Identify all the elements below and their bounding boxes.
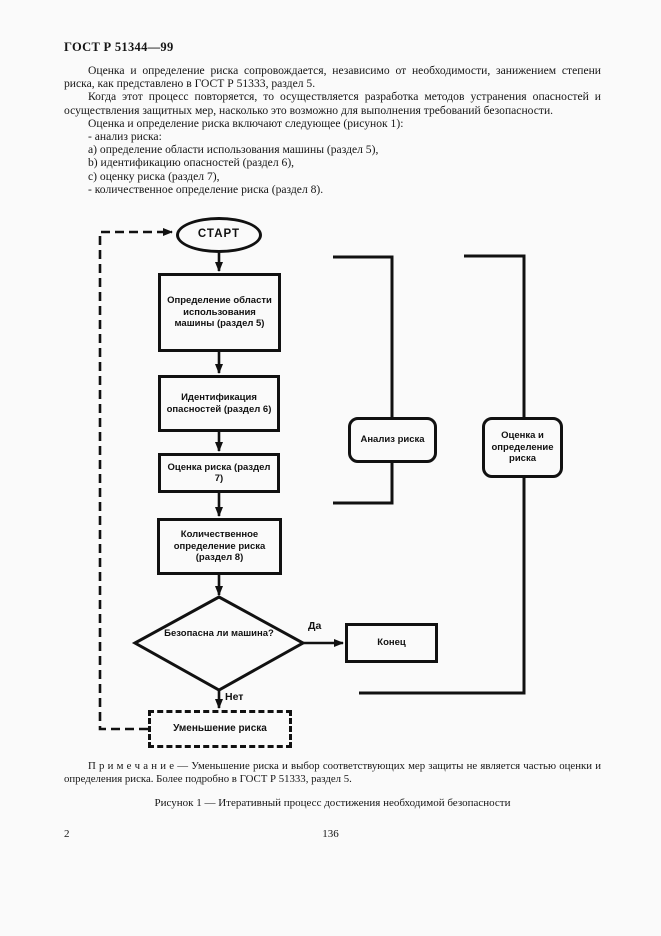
flowchart-step-risk-assessment: Оценка риска (раздел 7): [158, 453, 280, 493]
paragraph: Оценка и определение риска сопровождаетс…: [64, 64, 601, 91]
body-text: Оценка и определение риска сопровождаетс…: [64, 64, 601, 196]
flowchart-end-node: Конец: [345, 623, 438, 663]
list-item: b) идентификацию опасностей (раздел 6),: [88, 156, 295, 170]
note: П р и м е ч а н и е — Уменьшение риска и…: [64, 760, 601, 785]
flowchart-decision-label: Безопасна ли машина?: [164, 628, 274, 639]
flowchart-connectors: [98, 228, 526, 731]
page-number-center: 136: [322, 828, 339, 840]
paragraph: Когда этот процесс повторяется, то осуще…: [64, 90, 601, 117]
risk-list: - анализ риска: a) определение области и…: [88, 130, 601, 196]
flowchart-step-scope: Определение области использования машины…: [158, 273, 281, 352]
list-item: - количественное определение риска (разд…: [88, 182, 324, 196]
list-item: - анализ риска:: [88, 130, 162, 144]
flowchart-no-label: Нет: [225, 691, 244, 703]
document-title: ГОСТ Р 51344—99: [64, 40, 174, 54]
list-item: c) оценку риска (раздел 7),: [88, 169, 220, 183]
paragraph: Оценка и определение риска включают след…: [88, 116, 404, 130]
flowchart-bracket-assessment-label: Оценка и определение риска: [482, 417, 563, 478]
flowchart-start-node: СТАРТ: [176, 217, 262, 253]
flowchart-step-risk-quantification: Количественное определение риска (раздел…: [157, 518, 282, 575]
list-item: a) определение области использования маш…: [88, 143, 379, 157]
figure-caption: Рисунок 1 — Итеративный процесс достижен…: [154, 797, 511, 809]
page-number-left: 2: [64, 828, 70, 840]
flowchart-step-hazard: Идентификация опасностей (раздел 6): [158, 375, 280, 432]
flowchart-yes-label: Да: [308, 620, 322, 632]
flowchart-step-risk-reduction: Уменьшение риска: [148, 710, 292, 748]
flowchart-bracket-analysis-label: Анализ риска: [348, 417, 437, 463]
